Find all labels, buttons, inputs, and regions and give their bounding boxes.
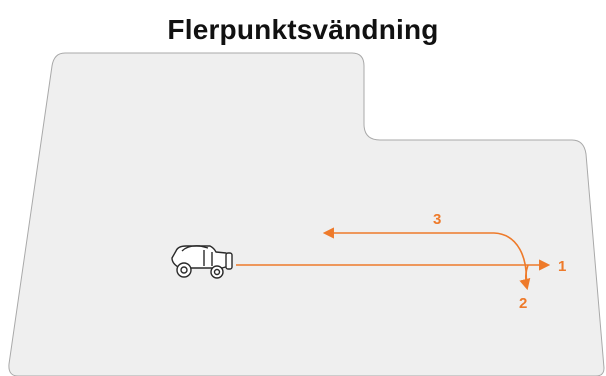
step-label-1: 1 — [558, 258, 566, 275]
diagram-title: Flerpunktsvändning — [167, 14, 439, 45]
step-label-3: 3 — [433, 211, 441, 228]
path-turn-back — [322, 227, 528, 285]
step-label-2: 2 — [519, 295, 527, 312]
robot-lawn-mower-icon — [171, 245, 233, 279]
lawn-area — [8, 52, 605, 376]
